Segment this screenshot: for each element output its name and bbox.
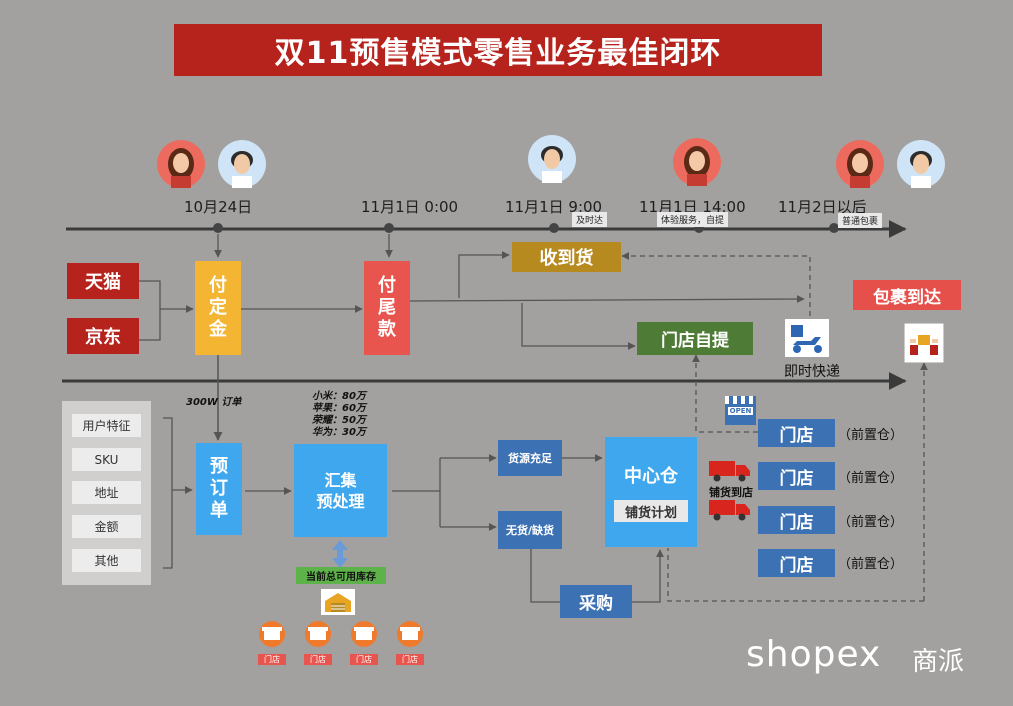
timeline-dot [549,223,559,233]
aggregate-line1: 汇集 [324,470,357,490]
stock-sufficient: 货源充足 [498,440,562,476]
store-mini-icon: 门店 [252,620,292,665]
aggregate-line2: 预处理 [316,491,365,511]
channel-jd: 京东 [67,318,139,354]
page-title: 双11预售模式零售业务最佳闭环 [174,24,822,76]
inventory-double-arrow [332,540,348,568]
instant-delivery-label: 即时快递 [784,364,840,380]
awning-stripes [725,396,756,404]
date-nov1-0900: 11月1日 9:00 [505,198,603,216]
attr-address: 地址 [72,481,141,504]
attr-user-feature: 用户特征 [72,414,141,437]
female-customer-avatar [673,138,721,186]
truck-icon [709,461,750,482]
open-sign: OPEN [728,407,753,415]
store-mini-label: 门店 [258,654,286,665]
stock-shortage: 无货/缺货 [498,511,562,549]
preorder-step: 预订单 [196,443,242,535]
channel-tmall: 天猫 [67,263,139,299]
store-mini-label: 门店 [304,654,332,665]
central-warehouse-title: 中心仓 [624,466,678,487]
date-oct24: 10月24日 [184,198,253,216]
female-customer-avatar [836,140,884,188]
attr-other: 其他 [72,549,141,572]
purchase-step: 采购 [560,585,632,618]
brand-note-xiaomi: 小米：80万 [312,391,366,402]
front-warehouse-tag: （前置仓） [838,471,904,486]
male-customer-avatar [218,140,266,188]
front-warehouse-tag: （前置仓） [838,515,904,530]
warehouse-icon [321,589,355,615]
timeline-dot [829,223,839,233]
timeline-dot [213,223,223,233]
store-node-3: 门店 [758,506,835,534]
shopex-logo-cn: 商派 [912,647,965,677]
store-node-4: 门店 [758,549,835,577]
store-pickup: 门店自提 [637,322,753,355]
store-node-1: 门店 [758,419,835,447]
store-mini-icon: 门店 [390,620,430,665]
available-inventory-label: 当前总可用库存 [296,567,386,584]
package-handover-icon [904,323,944,363]
attr-amount: 金额 [72,515,141,538]
store-mini-icon: 门店 [344,620,384,665]
aggregate-preprocess: 汇集 预处理 [294,444,387,537]
date-nov1-0000: 11月1日 0:00 [361,198,459,216]
pay-deposit-step: 付定金 [195,261,241,355]
order-count-note: 300W 订单 [186,397,242,408]
brand-note-apple: 苹果：60万 [312,403,366,414]
date-nov2-after: 11月2日以后 [778,198,867,216]
store-mini-icon: 门店 [298,620,338,665]
brand-note-honor: 荣耀：50万 [312,415,366,426]
truck-icon [709,500,750,521]
male-customer-avatar [528,135,576,183]
goods-received: 收到货 [512,242,621,272]
shopex-logo: shopex [746,634,882,675]
attr-sku: SKU [72,448,141,471]
open-store-icon: OPEN [725,396,756,425]
distribution-plan: 铺货计划 [614,500,688,522]
parcel-arrived: 包裹到达 [853,280,961,310]
scooter-delivery-icon [785,319,829,357]
store-mini-label: 门店 [396,654,424,665]
male-customer-avatar [897,140,945,188]
tag-experience-pickup: 体验服务，自提 [657,212,729,227]
tag-timely: 及时达 [572,212,608,227]
store-mini-label: 门店 [350,654,378,665]
timeline-dot [384,223,394,233]
central-warehouse [605,437,697,547]
dispatch-to-store-label: 铺货到店 [709,486,753,499]
store-node-2: 门店 [758,462,835,490]
front-warehouse-tag: （前置仓） [838,557,904,572]
tag-normal-parcel: 普通包裹 [838,213,883,228]
female-customer-avatar [157,140,205,188]
date-nov1-1400: 11月1日 14:00 [639,198,746,216]
pay-balance-step: 付尾款 [364,261,410,355]
brand-note-huawei: 华为：30万 [312,427,366,438]
front-warehouse-tag: （前置仓） [838,428,904,443]
